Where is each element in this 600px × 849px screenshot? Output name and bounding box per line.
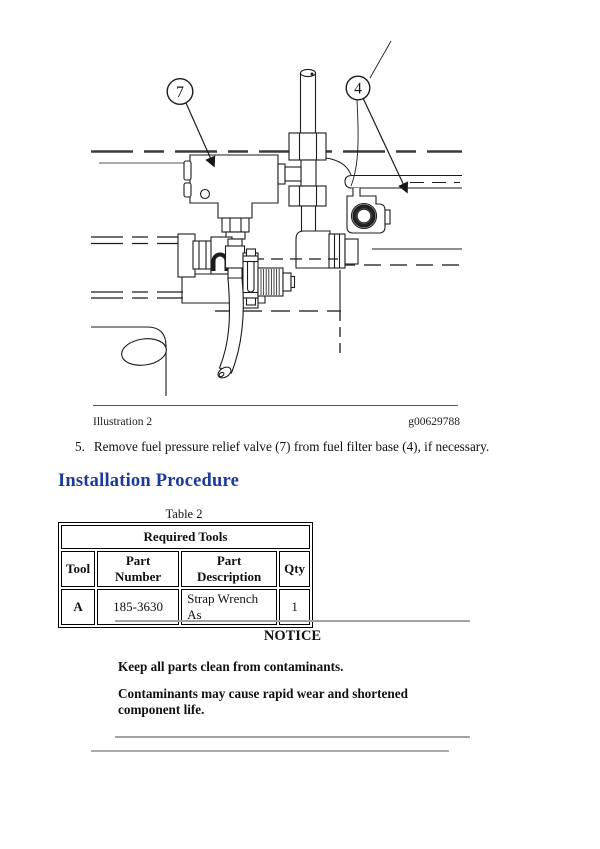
cell-qty: 1 bbox=[279, 589, 311, 625]
table-caption: Table 2 bbox=[165, 507, 203, 521]
leader-line-4-down bbox=[350, 99, 359, 187]
callout-7-circle bbox=[166, 77, 194, 105]
callout-4-arrow bbox=[362, 97, 408, 194]
base-plate bbox=[181, 273, 266, 304]
filter-base-flange bbox=[344, 174, 462, 189]
illustration-number: Illustration 2 bbox=[93, 416, 153, 428]
drain-hose bbox=[217, 277, 244, 379]
table-header-row: Tool Part Number Part Description Qty bbox=[61, 551, 311, 587]
col-header-qty: Qty bbox=[279, 551, 311, 587]
drain-valve bbox=[242, 248, 296, 309]
cell-part-number: 185-3630 bbox=[97, 589, 180, 625]
graphic-id: g00629788 bbox=[408, 416, 460, 428]
clamp-assembly bbox=[177, 233, 246, 281]
leader-line-4-top bbox=[369, 40, 392, 79]
hidden-pipe-lines bbox=[91, 236, 193, 299]
table-row: A 185-3630 Strap Wrench As 1 bbox=[61, 589, 311, 625]
figure-divider bbox=[93, 405, 458, 406]
table-title: Required Tools bbox=[61, 525, 311, 549]
technical-illustration: 7 4 bbox=[91, 40, 462, 396]
callout-7-arrow bbox=[185, 102, 216, 168]
callout-7-label: 7 bbox=[176, 84, 184, 101]
col-header-part-number: Part Number bbox=[97, 551, 180, 587]
col-header-tool: Tool bbox=[61, 551, 96, 587]
panel-oval bbox=[121, 338, 167, 366]
figure-caption: Illustration 2 g00629788 bbox=[93, 416, 460, 428]
step-number: 5. bbox=[75, 439, 85, 454]
notice-paragraph: Contaminants may cause rapid wear and sh… bbox=[118, 686, 408, 717]
cell-part-description: Strap Wrench As bbox=[181, 589, 278, 625]
fuel-line-pipe bbox=[288, 68, 327, 233]
cell-tool: A bbox=[61, 589, 96, 625]
elbow-fitting bbox=[295, 230, 359, 269]
col-header-part-description: Part Description bbox=[181, 551, 278, 587]
notice-title: NOTICE bbox=[263, 628, 322, 644]
section-heading: Installation Procedure bbox=[58, 471, 240, 491]
notice-block: NOTICE Keep all parts clean from contami… bbox=[115, 620, 470, 738]
step-text: Remove fuel pressure relief valve (7) fr… bbox=[93, 439, 490, 454]
callout-4-label: 4 bbox=[354, 81, 362, 98]
engine-panel bbox=[91, 326, 167, 396]
notice-paragraph: Keep all parts clean from contaminants. bbox=[118, 659, 344, 674]
procedure-step-5: 5. Remove fuel pressure relief valve (7)… bbox=[75, 439, 525, 454]
table-title-row: Required Tools bbox=[61, 525, 311, 549]
required-tools-table: Required Tools Tool Part Number Part Des… bbox=[58, 522, 314, 628]
callout-4-circle bbox=[345, 75, 371, 101]
relief-valve-body bbox=[183, 154, 302, 240]
section-divider bbox=[91, 750, 449, 752]
